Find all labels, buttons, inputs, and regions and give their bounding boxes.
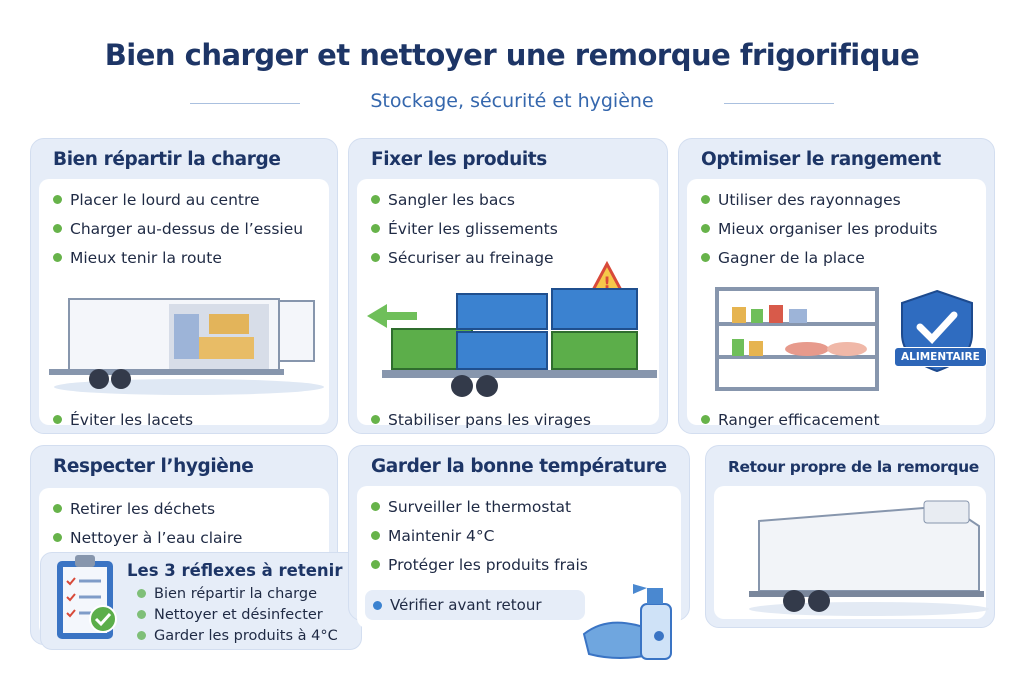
card-secure-products: Fixer les produits Sangler les bacs Évit… (348, 138, 668, 434)
list-item: Charger au-dessus de l’essieu (53, 214, 303, 243)
bullet-icon (53, 224, 62, 233)
page-title: Bien charger et nettoyer une remorque fr… (104, 38, 920, 72)
bullet-icon (371, 560, 380, 569)
bullet-icon (371, 531, 380, 540)
card-temperature: Garder la bonne température Surveiller l… (348, 445, 690, 660)
bullet-icon (53, 253, 62, 262)
card-load-distribution: Bien répartir la charge Placer le lourd … (30, 138, 338, 434)
list-item: Retirer les déchets (53, 494, 242, 523)
shelving-illustration (715, 287, 879, 391)
list-item: Sangler les bacs (371, 185, 558, 214)
bullet-icon (137, 589, 146, 598)
verify-note: Vérifier avant retour (365, 590, 585, 620)
card-title: Garder la bonne température (371, 456, 667, 477)
clipboard-checklist-icon (57, 555, 117, 639)
list-item: Surveiller le thermostat (371, 492, 588, 521)
strapped-crates-illustration: ! (367, 260, 657, 397)
bullet-icon (371, 253, 380, 262)
reflexes-title: Les 3 réflexes à retenir (127, 561, 343, 580)
svg-text:!: ! (603, 273, 610, 292)
list-item: Stabiliser pans les virages (371, 405, 591, 434)
bullet-icon (137, 610, 146, 619)
list-item: Ranger efficacement (701, 405, 880, 434)
list-item: Placer le lourd au centre (53, 185, 303, 214)
list-item: Maintenir 4°C (371, 521, 588, 550)
bullet-icon (701, 253, 710, 262)
bullet-icon (371, 415, 380, 424)
bullet-icon (53, 415, 62, 424)
list-item: Éviter les lacets (53, 405, 193, 434)
card-title: Retour propre de la remorque (728, 458, 979, 476)
list-item: Protéger les produits frais (371, 550, 588, 579)
card-clean-return: Retour propre de la remorque (705, 445, 995, 628)
reflexes-box: Les 3 réflexes à retenir Bien répartir l… (40, 552, 362, 650)
bullet-icon (371, 502, 380, 511)
list-item: Utiliser des rayonnages (701, 185, 937, 214)
bullet-icon (701, 195, 710, 204)
bullet-icon (53, 504, 62, 513)
bullet-icon (701, 415, 710, 424)
alimentaire-badge: ALIMENTAIRE (894, 347, 987, 367)
list-item: Mieux tenir la route (53, 243, 303, 272)
bullet-icon (137, 631, 146, 640)
list-item: Mieux organiser les produits (701, 214, 937, 243)
list-item: Garder les produits à 4°C (137, 625, 338, 646)
card-title: Respecter l’hygiène (53, 456, 254, 477)
bullet-icon (371, 195, 380, 204)
divider (724, 103, 834, 104)
spray-bottle-cloth-icon (582, 584, 672, 660)
list-item: Nettoyer à l’eau claire (53, 523, 242, 552)
card-optimize-storage: Optimiser le rangement Utiliser des rayo… (678, 138, 995, 434)
bullet-icon (701, 224, 710, 233)
bullet-icon (371, 224, 380, 233)
list-item: Sécuriser au freinage (371, 243, 558, 272)
list-item: Éviter les glissements (371, 214, 558, 243)
card-title: Fixer les produits (371, 149, 547, 170)
bullet-icon (373, 600, 382, 610)
page-subtitle: Stockage, sécurité et hygiène (370, 90, 654, 112)
card-title: Bien répartir la charge (53, 149, 281, 170)
bullet-icon (53, 195, 62, 204)
list-item: Gagner de la place (701, 243, 937, 272)
refrigerated-trailer-illustration (749, 500, 989, 616)
divider (190, 103, 300, 104)
bullet-icon (53, 533, 62, 542)
card-title: Optimiser le rangement (701, 149, 941, 170)
list-item: Bien répartir la charge (137, 583, 338, 604)
list-item: Nettoyer et désinfecter (137, 604, 338, 625)
trailer-illustration (49, 298, 324, 395)
